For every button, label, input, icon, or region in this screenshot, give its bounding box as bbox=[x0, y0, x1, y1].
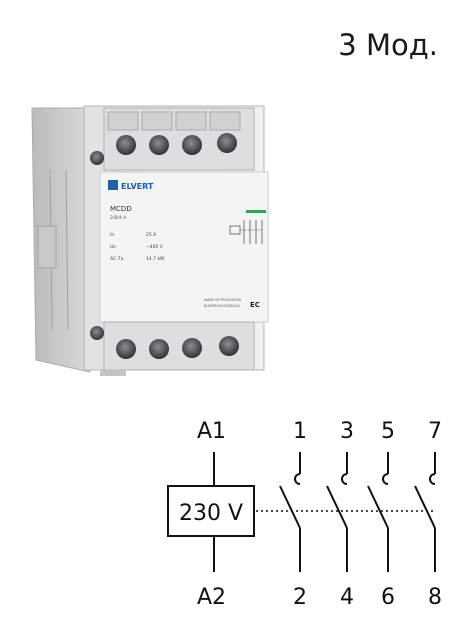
terminal-screw-icon bbox=[219, 336, 239, 356]
spec-key: Ue bbox=[110, 244, 116, 250]
device-side-panel bbox=[31, 107, 91, 373]
terminal-screw-icon bbox=[116, 339, 136, 359]
contact-terminal-top-label: 1 bbox=[293, 419, 307, 444]
device-model: MCDD bbox=[110, 205, 132, 213]
module-size-label: 3 Мод. bbox=[338, 28, 438, 62]
terminal-screw-icon bbox=[182, 338, 202, 358]
contactor-device: ELVERT MCDD 2/8/4-A In 25 A Ue ~400 V AC… bbox=[31, 105, 269, 376]
mounting-screw-icon bbox=[90, 326, 104, 340]
contact-terminal-top-label: 3 bbox=[340, 419, 354, 444]
status-indicator-stripe bbox=[246, 210, 266, 213]
top-terminal-tabs bbox=[107, 111, 241, 131]
spec-value: 25 A bbox=[146, 232, 157, 238]
terminal-screw-icon bbox=[217, 133, 237, 153]
contact-terminal-top-label: 7 bbox=[428, 419, 442, 444]
contact-terminal-top-label: 5 bbox=[381, 419, 395, 444]
din-rail-slot bbox=[37, 225, 57, 269]
contact-terminal-bottom-label: 6 bbox=[381, 585, 395, 610]
label-wiring-diagram bbox=[229, 220, 263, 244]
contact-switch bbox=[367, 452, 389, 572]
spec-value: ~400 V bbox=[146, 244, 164, 250]
coil-box bbox=[167, 485, 255, 537]
coil-terminal-top-label: A1 bbox=[197, 419, 226, 444]
terminal-screw-icon bbox=[149, 135, 169, 155]
spec-value: 14.7 kW bbox=[146, 256, 165, 262]
wiring-schematic: A1 A2 230 V 1 3 5 7 2 4 6 8 bbox=[167, 419, 442, 610]
terminal-screw-icon bbox=[182, 135, 202, 155]
contact-switch bbox=[279, 452, 301, 572]
contact-terminal-bottom-label: 8 bbox=[428, 585, 442, 610]
label-footer-line: MADE IN PRC/RUSSIA bbox=[204, 298, 242, 302]
spec-key: In bbox=[110, 232, 114, 238]
spec-key: AC-7a bbox=[110, 256, 124, 262]
din-clip bbox=[100, 370, 126, 376]
device-model-sub: 2/8/4-A bbox=[110, 215, 127, 221]
contact-switch bbox=[414, 452, 436, 572]
coil-voltage-label: 230 V bbox=[179, 501, 243, 526]
contact-switch bbox=[326, 452, 348, 572]
mounting-screw-icon bbox=[90, 151, 104, 165]
terminal-screw-icon bbox=[116, 135, 136, 155]
contact-terminal-bottom-label: 2 bbox=[293, 585, 307, 610]
brand-logo-icon bbox=[108, 180, 118, 190]
certification-mark: ЕС bbox=[250, 301, 260, 309]
side-groove bbox=[65, 169, 69, 331]
device-label-panel bbox=[99, 171, 269, 323]
coil-terminal-bottom-label: A2 bbox=[197, 585, 226, 610]
contact-terminal-bottom-label: 4 bbox=[340, 585, 354, 610]
terminal-screw-icon bbox=[149, 339, 169, 359]
label-footer-line: ELVERT.RU/CATALOG bbox=[204, 304, 240, 308]
brand-name: ELVERT bbox=[121, 182, 154, 191]
